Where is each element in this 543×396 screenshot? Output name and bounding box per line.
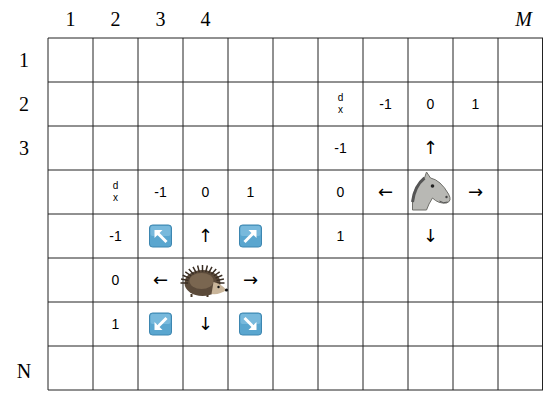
direction-arrow: ↑ [198, 227, 213, 245]
column-number: 2 [111, 9, 121, 29]
offset-value: 1 [472, 97, 480, 111]
direction-arrow: ↓ [423, 227, 438, 245]
column-number: 1 [66, 9, 76, 29]
offset-value: -1 [109, 229, 121, 243]
direction-arrow: → [468, 183, 483, 201]
diagonal-arrow-icon [240, 313, 262, 335]
offset-value: 1 [337, 229, 345, 243]
grid-line [48, 170, 543, 171]
diagonal-arrow-icon [240, 225, 262, 247]
grid-line [48, 126, 543, 127]
direction-arrow: → [243, 271, 258, 289]
direction-arrow: ↓ [198, 315, 213, 333]
row-number: N [17, 361, 31, 381]
offset-value: 0 [112, 273, 120, 287]
column-number: 3 [156, 9, 166, 29]
offset-value: 1 [112, 317, 120, 331]
column-number: 4 [201, 9, 211, 29]
direction-arrow: ↑ [423, 139, 438, 157]
diagonal-arrow-icon [150, 313, 172, 335]
column-number: M [515, 9, 532, 29]
offset-value: 0 [427, 97, 435, 111]
direction-arrow: ← [378, 183, 393, 201]
offset-value: 0 [337, 185, 345, 199]
row-number: 1 [19, 50, 29, 70]
grid-lines [48, 38, 543, 390]
row-number: 2 [19, 94, 29, 114]
direction-arrow: ← [153, 271, 168, 289]
horse-picture [412, 172, 450, 210]
grid-line [48, 302, 543, 303]
offset-value: -1 [154, 185, 166, 199]
grid-line [48, 258, 543, 259]
axis-label: d x [336, 92, 346, 117]
offset-value: -1 [379, 97, 391, 111]
grid-line [48, 82, 543, 83]
hedgehog-picture [181, 265, 229, 297]
grid-line [48, 346, 543, 347]
grid-line [48, 214, 543, 215]
offset-value: -1 [334, 141, 346, 155]
offset-value: 1 [247, 185, 255, 199]
row-number: 3 [19, 138, 29, 158]
diagonal-arrow-icon [150, 225, 172, 247]
grid-line [48, 38, 543, 39]
grid-line [48, 390, 543, 391]
axis-label: d x [111, 180, 121, 205]
offset-value: 0 [202, 185, 210, 199]
